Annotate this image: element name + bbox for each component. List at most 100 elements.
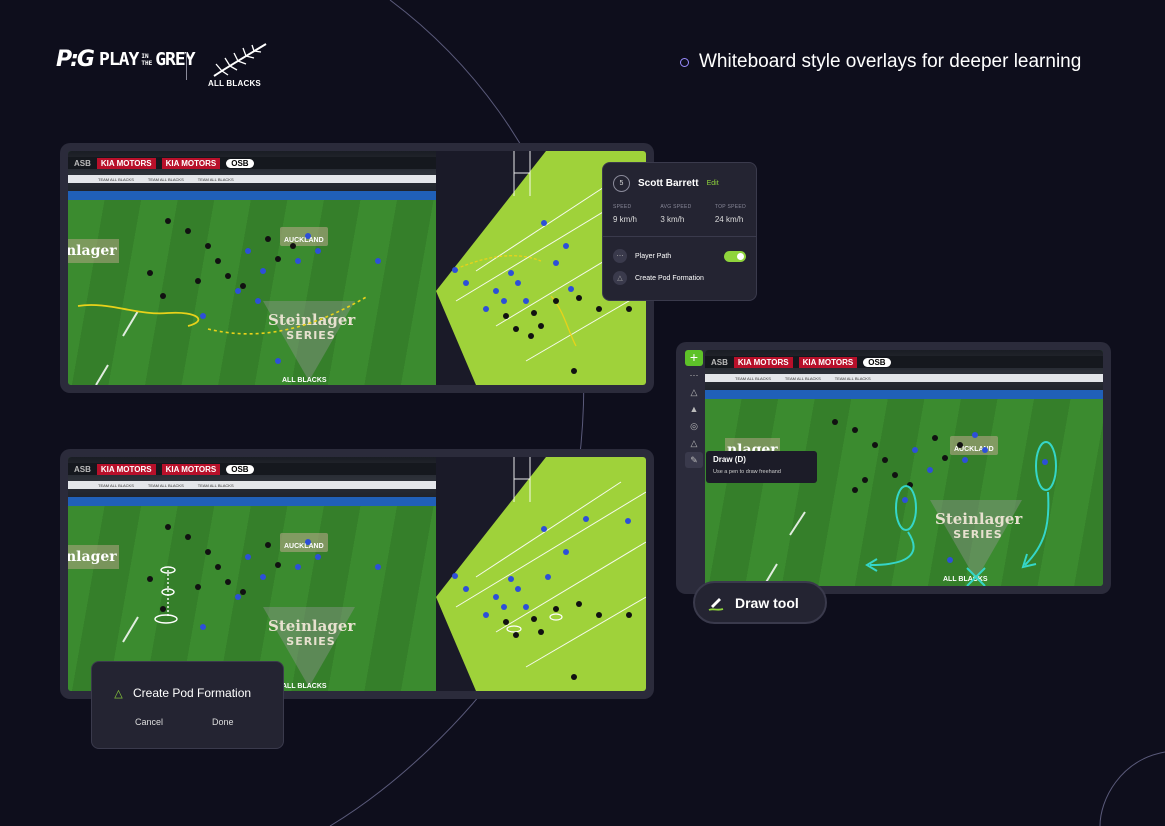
match-video[interactable]: ASB KIA MOTORS KIA MOTORS OSB TEAM ALL B… bbox=[68, 457, 436, 691]
tactical-map[interactable] bbox=[436, 457, 646, 691]
auckland-logo: AUCKLAND bbox=[280, 227, 328, 246]
tactical-map-field bbox=[436, 151, 646, 385]
stat-label: AVG SPEED bbox=[660, 204, 692, 210]
board-text-3: TEAM ALL BLACKS bbox=[834, 375, 871, 381]
ad-osb: OSB bbox=[863, 357, 891, 367]
edit-player-link[interactable]: Edit bbox=[706, 180, 719, 187]
player-path-toggle[interactable] bbox=[724, 250, 746, 262]
pitchside-board: TEAM ALL BLACKS TEAM ALL BLACKS TEAM ALL… bbox=[68, 481, 436, 489]
ad-kia: KIA MOTORS bbox=[733, 356, 793, 368]
create-pod-row[interactable]: △ Create Pod Formation bbox=[613, 267, 746, 289]
steinlager-triangle bbox=[263, 301, 355, 381]
add-tool-button[interactable]: + bbox=[685, 350, 703, 366]
ad-kia: KIA MOTORS bbox=[96, 157, 156, 169]
blue-hoarding bbox=[705, 390, 1103, 399]
tagline-bullet-icon bbox=[680, 57, 689, 67]
all-blacks-pitch-text: ALL BLACKS bbox=[282, 377, 327, 384]
steinlager-text: Steinlager bbox=[268, 311, 356, 329]
player-name: Scott Barrett bbox=[638, 178, 699, 189]
stat-top-speed: TOP SPEED 24 km/h bbox=[715, 204, 746, 224]
stat-value: 3 km/h bbox=[660, 215, 685, 224]
steinlager-triangle bbox=[930, 500, 1022, 580]
path-tool-icon[interactable]: ⋯ bbox=[689, 369, 699, 380]
analysis-panel-player-path: ASB KIA MOTORS KIA MOTORS OSB TEAM ALL B… bbox=[60, 143, 654, 393]
board-text: TEAM ALL BLACKS bbox=[98, 176, 134, 182]
stat-avg-speed: AVG SPEED 3 km/h bbox=[660, 204, 691, 224]
auckland-logo: AUCKLAND bbox=[280, 533, 328, 552]
ad-asb: ASB bbox=[711, 357, 728, 367]
board-text: TEAM ALL BLACKS bbox=[735, 375, 771, 381]
pg-mark: P:G bbox=[56, 47, 95, 72]
cancel-button[interactable]: Cancel bbox=[135, 717, 164, 727]
player-path-row[interactable]: ⋯ Player Path bbox=[613, 245, 746, 267]
shape-tool-icon[interactable]: △ bbox=[690, 437, 698, 448]
all-blacks-pitch-text: ALL BLACKS bbox=[282, 683, 327, 690]
pod-tool-icon[interactable]: △ bbox=[690, 386, 698, 397]
board-text-3: TEAM ALL BLACKS bbox=[197, 482, 234, 488]
ad-asb: ASB bbox=[74, 464, 91, 474]
player-overlay bbox=[77, 218, 381, 385]
all-blacks-logo: ALL BLACKS bbox=[208, 42, 274, 88]
create-pod-dialog: △ Create Pod Formation Cancel Done bbox=[91, 661, 284, 749]
drawing-toolbar: + ⋯ △ ▲ ◎ △ ✎ bbox=[682, 350, 704, 470]
steinlager-logo: Steinlager SERIES bbox=[268, 617, 356, 648]
steinlager-text: Steinlager bbox=[268, 617, 356, 635]
series-text: SERIES bbox=[286, 635, 336, 648]
steinlager-text: Steinlager bbox=[935, 510, 1023, 528]
stat-label: SPEED bbox=[613, 204, 632, 210]
pod-formation-icon: △ bbox=[114, 687, 123, 700]
pitchside-board: TEAM ALL BLACKS TEAM ALL BLACKS TEAM ALL… bbox=[705, 374, 1103, 382]
match-video[interactable]: ASB KIA MOTORS KIA MOTORS OSB TEAM ALL B… bbox=[68, 151, 436, 385]
board-text-2: TEAM ALL BLACKS bbox=[147, 482, 184, 488]
pen-icon bbox=[707, 594, 725, 612]
series-text: SERIES bbox=[953, 528, 1003, 541]
circle-tool-icon[interactable]: ◎ bbox=[690, 420, 698, 431]
ad-kia-2: KIA MOTORS bbox=[161, 463, 221, 475]
pod-overlay bbox=[122, 524, 381, 643]
player-card: 5 Scott Barrett Edit SPEED 9 km/h AVG SP… bbox=[602, 162, 757, 301]
ad-board: ASB KIA MOTORS KIA MOTORS OSB bbox=[705, 356, 1103, 368]
all-blacks-pitch-text: ALL BLACKS bbox=[943, 576, 988, 583]
draw-tool-pill[interactable]: Draw tool bbox=[693, 581, 827, 624]
stat-label: TOP SPEED bbox=[714, 204, 746, 210]
draw-tool-label: Draw tool bbox=[735, 594, 799, 611]
silver-fern-icon bbox=[213, 43, 267, 77]
board-text-3: TEAM ALL BLACKS bbox=[197, 176, 234, 182]
analysis-panel-pod-formation: ASB KIA MOTORS KIA MOTORS OSB TEAM ALL B… bbox=[60, 449, 654, 699]
done-button[interactable]: Done bbox=[212, 717, 234, 727]
all-blacks-wordmark: ALL BLACKS bbox=[208, 79, 261, 88]
pen-tool-icon[interactable]: ✎ bbox=[685, 452, 703, 468]
player-path-label: Player Path bbox=[635, 252, 672, 260]
brand-grey: GREY bbox=[155, 49, 195, 70]
logo-divider bbox=[186, 52, 187, 80]
ad-kia-2: KIA MOTORS bbox=[798, 356, 858, 368]
tooltip-subtitle: Use a pen to draw freehand bbox=[713, 469, 781, 475]
tactical-map-field bbox=[436, 457, 646, 691]
tagline-text: Whiteboard style overlays for deeper lea… bbox=[699, 51, 1082, 72]
ad-osb: OSB bbox=[226, 158, 254, 168]
tagline: Whiteboard style overlays for deeper lea… bbox=[680, 51, 1081, 73]
pitch bbox=[705, 399, 1103, 586]
ad-asb: ASB bbox=[74, 158, 91, 168]
series-text: SERIES bbox=[286, 329, 336, 342]
steinlager-logo: Steinlager SERIES bbox=[268, 311, 356, 342]
player-stats: SPEED 9 km/h AVG SPEED 3 km/h TOP SPEED … bbox=[613, 204, 746, 224]
board-text-2: TEAM ALL BLACKS bbox=[147, 176, 184, 182]
ad-kia-2: KIA MOTORS bbox=[161, 157, 221, 169]
tooltip-title: Draw (D) bbox=[713, 455, 746, 464]
stat-value: 24 km/h bbox=[714, 215, 744, 224]
ad-board: ASB KIA MOTORS KIA MOTORS OSB bbox=[68, 157, 436, 169]
triangle-tool-icon[interactable]: ▲ bbox=[689, 404, 699, 414]
play-in-the-grey-logo: P:G PLAY IN THE GREY bbox=[56, 47, 196, 72]
blue-hoarding bbox=[68, 497, 436, 506]
board-text: TEAM ALL BLACKS bbox=[98, 482, 134, 488]
stat-speed: SPEED 9 km/h bbox=[613, 204, 637, 224]
side-logo: nlager bbox=[68, 545, 119, 569]
pitch bbox=[68, 200, 436, 385]
card-divider bbox=[603, 236, 756, 237]
brand-in: IN bbox=[141, 52, 149, 60]
freehand-drawing-overlay bbox=[764, 419, 1057, 586]
brand-the: THE bbox=[141, 59, 153, 67]
pitch bbox=[68, 506, 436, 691]
ad-board: ASB KIA MOTORS KIA MOTORS OSB bbox=[68, 463, 436, 475]
